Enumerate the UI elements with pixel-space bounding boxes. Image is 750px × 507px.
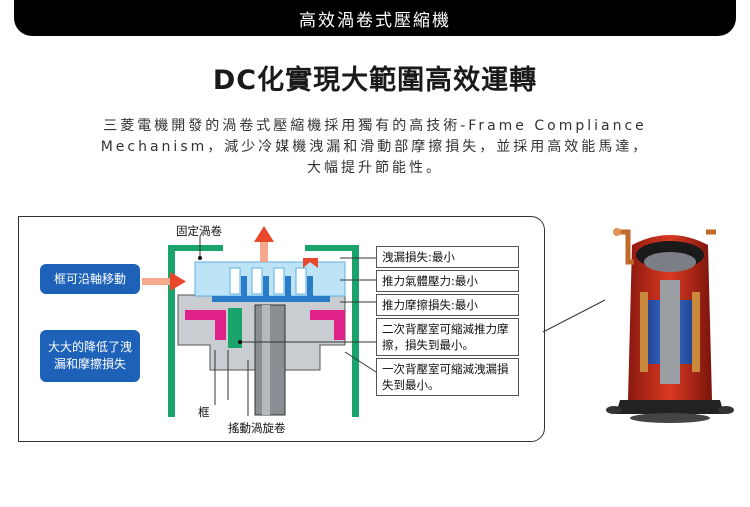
callout-secondary-back-pressure: 二次背壓室可縮減推力摩擦，損失到最小。: [376, 318, 519, 356]
description-line-2: Mechanism，減少冷媒機洩漏和滑動部摩擦損失，並採用高效能馬達，: [100, 139, 650, 155]
cutaway-shaft: [660, 280, 680, 384]
shaft-highlight: [262, 305, 270, 415]
frame-inner-left: [228, 308, 242, 348]
headline: DC化實現大範圍高效運轉: [212, 65, 538, 96]
description: 三菱電機開發的渦卷式壓縮機採用獨有的高技術-Frame Compliance M…: [60, 116, 690, 179]
leader-lines: [199, 236, 606, 416]
tag-reduce-losses: 大大的降低了洩漏和摩擦損失: [40, 330, 140, 382]
seal-left: [185, 310, 226, 340]
frame-top-left: [168, 245, 223, 251]
arrow-body-up: [260, 240, 268, 262]
description-line-3: 大幅提升節能性。: [307, 160, 443, 176]
fixed-scroll-wraps: [229, 267, 307, 295]
label-fixed-scroll: 固定渦卷: [176, 224, 222, 238]
seal-right: [310, 310, 345, 340]
callout-thrust-friction-loss: 推力摩擦損失:最小: [376, 294, 519, 316]
frame-top-right: [305, 245, 359, 251]
arrow-body-left: [142, 278, 172, 285]
fixed-scroll-plate: [194, 261, 346, 297]
arrow-head-left: [170, 272, 186, 291]
title-banner: 高效渦卷式壓縮機: [14, 0, 736, 36]
label-orbiting-scroll: 搖動渦旋卷: [228, 421, 286, 435]
frame-wall-right: [352, 245, 359, 417]
orbiting-scroll-wraps: [241, 276, 313, 298]
callout-leakage-loss: 洩漏損失:最小: [376, 246, 519, 268]
arrow-head-up: [254, 226, 274, 242]
tag-frame-moves-axially: 框可沿軸移動: [40, 264, 140, 294]
frame-wall-left: [168, 245, 175, 417]
arrow-curved: [303, 258, 318, 268]
orbiting-scroll-plate: [212, 296, 330, 302]
banner-title: 高效渦卷式壓縮機: [299, 10, 451, 31]
callout-primary-back-pressure: 一次背壓室可縮減洩漏損失到最小。: [376, 358, 519, 396]
callout-thrust-gas-pressure: 推力氣體壓力:最小: [376, 270, 519, 292]
pipe-left: [618, 229, 634, 265]
description-line-1: 三菱電機開發的渦卷式壓縮機採用獨有的高技術-Frame Compliance: [103, 118, 647, 134]
label-frame: 框: [198, 405, 210, 419]
compressor-base: [616, 400, 724, 414]
